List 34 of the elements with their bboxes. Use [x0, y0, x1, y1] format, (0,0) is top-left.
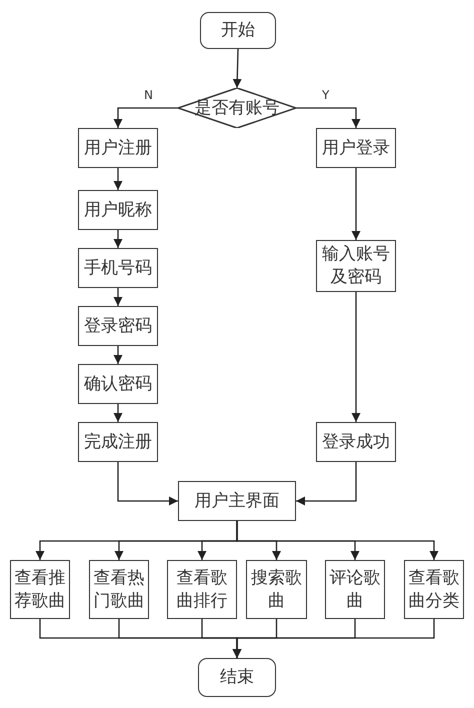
arrow — [296, 462, 357, 506]
process-box: 用户注册 — [78, 128, 158, 168]
arrow — [114, 288, 122, 306]
edge-label: N — [142, 88, 155, 102]
process-box: 输入账号及密码 — [316, 240, 396, 292]
process-box: 查看歌曲分类 — [404, 560, 464, 619]
arrow — [232, 48, 242, 88]
process-box: 查看歌曲排行 — [167, 560, 237, 619]
process-box: 用户主界面 — [178, 481, 296, 521]
arrow — [114, 107, 178, 128]
arrow — [352, 168, 360, 240]
process-box: 登录密码 — [78, 306, 158, 346]
process-box: 查看推荐歌曲 — [10, 560, 70, 619]
arrow — [236, 521, 438, 560]
arrow — [114, 404, 122, 422]
process-box: 用户登录 — [316, 128, 396, 168]
process-box: 查看热门歌曲 — [89, 560, 149, 619]
process-box: 确认密码 — [78, 364, 158, 404]
process-box: 手机号码 — [78, 248, 158, 288]
edge-label: Y — [320, 88, 332, 102]
process-box: 用户昵称 — [78, 190, 158, 230]
terminal-box: 开始 — [200, 12, 276, 49]
terminal-box: 结束 — [198, 658, 276, 697]
arrow — [296, 107, 360, 128]
process-box: 评论歌曲 — [325, 560, 385, 619]
process-box: 搜索歌曲 — [246, 560, 307, 619]
process-box: 完成注册 — [78, 422, 158, 462]
arrow — [117, 462, 178, 506]
arrow — [352, 292, 360, 422]
arrow — [232, 619, 435, 658]
arrow — [114, 346, 122, 364]
process-box: 登录成功 — [316, 422, 396, 462]
arrow — [114, 168, 122, 190]
arrow — [114, 230, 122, 248]
